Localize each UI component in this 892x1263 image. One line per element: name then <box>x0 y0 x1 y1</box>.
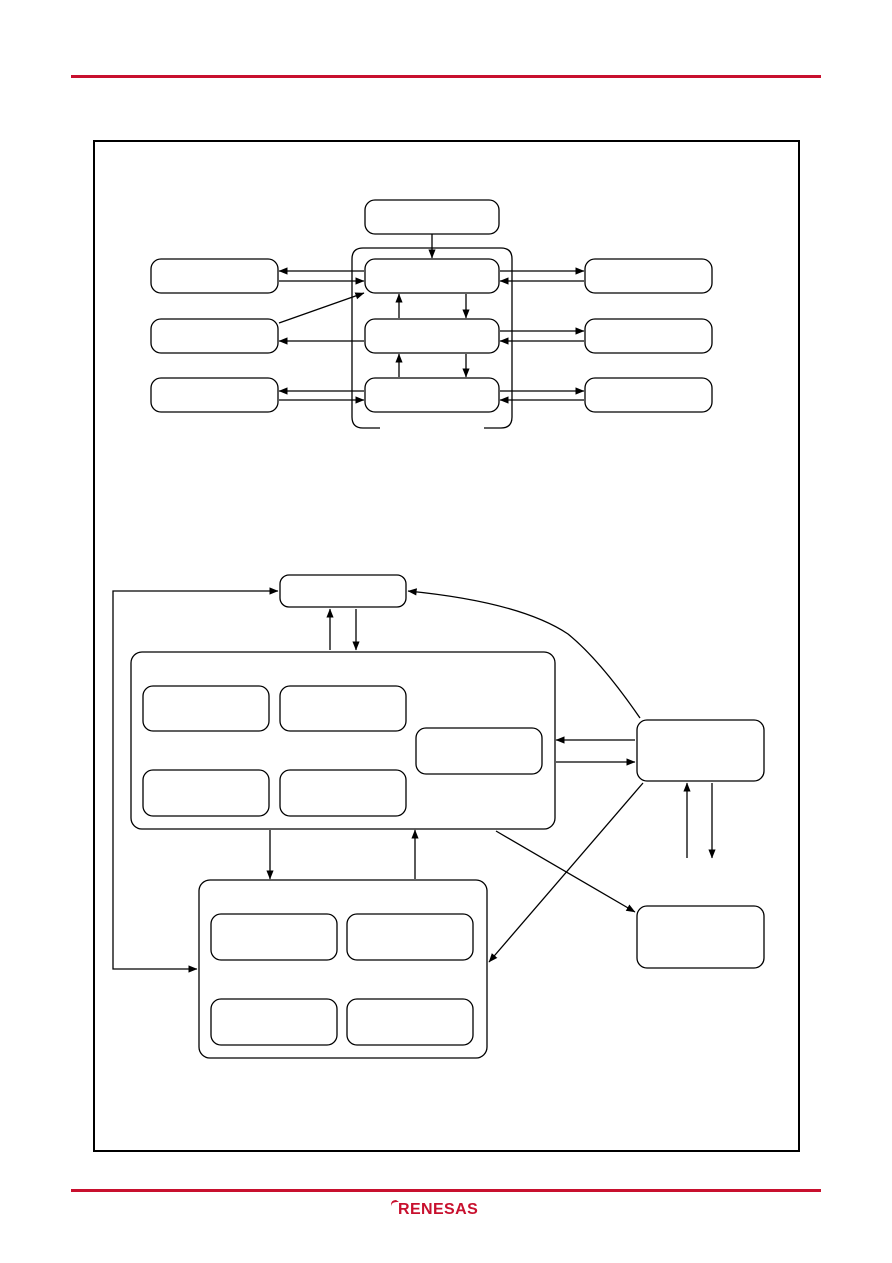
upper-group-container <box>351 247 513 429</box>
upper-right-node-1 <box>584 258 713 294</box>
upper-right-node-2 <box>584 318 713 354</box>
upper-diagram <box>150 199 713 429</box>
upper-right-node-3 <box>584 377 713 413</box>
bottom-inner-node-3 <box>210 998 338 1046</box>
middle-inner-node-2 <box>279 685 407 732</box>
middle-inner-node-3 <box>142 769 270 817</box>
middle-inner-node-1 <box>142 685 270 732</box>
lower-diagram <box>112 574 765 1059</box>
middle-inner-node-5 <box>415 727 543 775</box>
upper-top-node <box>364 199 500 235</box>
upper-center-node-1 <box>364 258 500 294</box>
lower-arrow-curve-to-top <box>407 588 641 719</box>
upper-left-node-1 <box>150 258 279 294</box>
bottom-inner-node-1 <box>210 913 338 961</box>
upper-center-node-3 <box>364 377 500 413</box>
upper-left-node-2 <box>150 318 279 354</box>
lower-right-node-2 <box>636 905 765 969</box>
header-rule <box>71 75 821 78</box>
bottom-inner-node-4 <box>346 998 474 1046</box>
footer-rule <box>71 1189 821 1192</box>
upper-center-node-2 <box>364 318 500 354</box>
lower-top-node <box>279 574 407 608</box>
upper-left-node-3 <box>150 377 279 413</box>
figure-frame <box>93 140 800 1152</box>
lower-arrow-left-loop <box>112 587 279 973</box>
renesas-logo-icon: RENESAS <box>391 1200 478 1218</box>
lower-arrow-mid-to-right2 <box>495 830 636 913</box>
middle-inner-node-4 <box>279 769 407 817</box>
bottom-inner-node-2 <box>346 913 474 961</box>
lower-right-node-1 <box>636 719 765 782</box>
upper-arrow-left2-diag <box>278 292 365 324</box>
footer-logo: RENESAS <box>0 1197 892 1219</box>
lower-middle-group <box>130 651 556 830</box>
lower-bottom-group <box>198 879 488 1059</box>
logo-wordmark: RENESAS <box>398 1201 478 1218</box>
